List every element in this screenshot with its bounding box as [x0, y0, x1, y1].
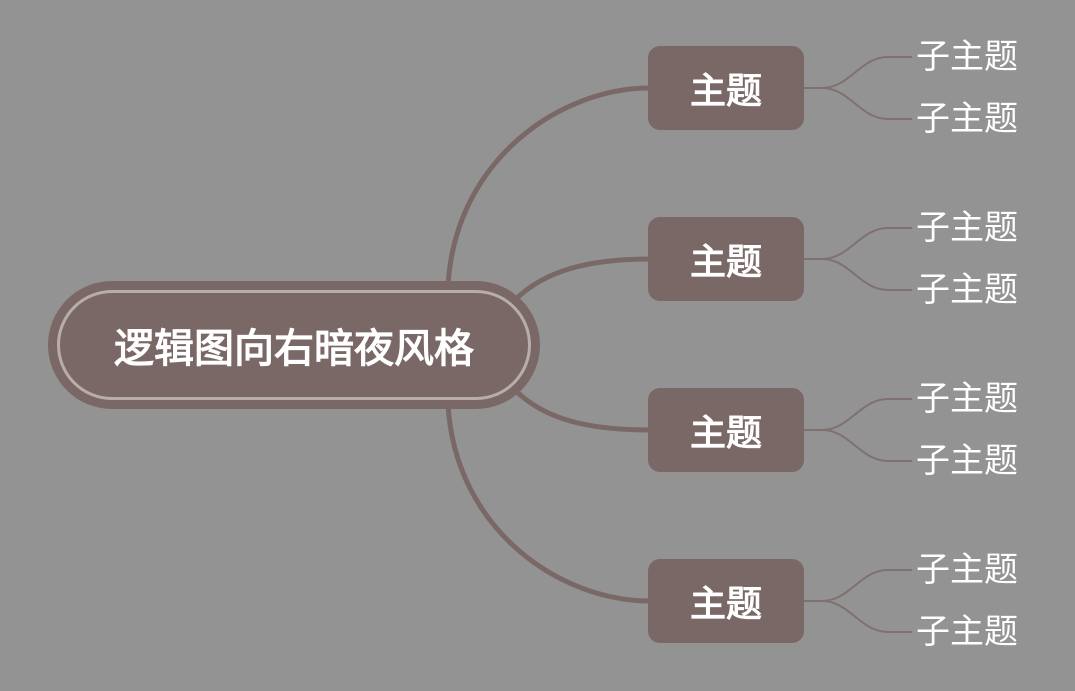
sub-line-4a: [803, 569, 912, 602]
topic-node-2[interactable]: 主题: [648, 217, 804, 301]
branch-line-1: [445, 85, 651, 287]
topic-label: 主题: [689, 584, 762, 625]
subtopic-node-2b[interactable]: 子主题: [916, 270, 1018, 310]
root-node[interactable]: 逻辑图向右暗夜风格: [57, 290, 531, 400]
branch-line-4: [445, 403, 651, 604]
sub-line-4b: [803, 600, 912, 633]
sub-line-2a: [803, 227, 912, 260]
subtopic-node-4b[interactable]: 子主题: [916, 612, 1018, 652]
sub-line-3a: [803, 398, 912, 431]
subtopic-node-1a[interactable]: 子主题: [916, 37, 1018, 77]
sub-line-3b: [803, 429, 912, 462]
sub-line-2b: [803, 258, 912, 291]
sub-line-1a: [803, 56, 912, 89]
branch-line-3: [513, 388, 651, 433]
subtopic-node-1b[interactable]: 子主题: [916, 99, 1018, 139]
topic-node-1[interactable]: 主题: [648, 46, 804, 130]
topic-node-4[interactable]: 主题: [648, 559, 804, 643]
subtopic-node-4a[interactable]: 子主题: [916, 550, 1018, 590]
topic-label: 主题: [689, 413, 762, 454]
branch-line-2: [513, 256, 651, 302]
topic-label: 主题: [689, 71, 762, 112]
subtopic-node-3b[interactable]: 子主题: [916, 441, 1018, 481]
topic-label: 主题: [689, 242, 762, 283]
topic-node-3[interactable]: 主题: [648, 388, 804, 472]
sub-line-1b: [803, 87, 912, 120]
root-node-label: 逻辑图向右暗夜风格: [114, 326, 474, 372]
subtopic-node-2a[interactable]: 子主题: [916, 208, 1018, 248]
subtopic-node-3a[interactable]: 子主题: [916, 379, 1018, 419]
